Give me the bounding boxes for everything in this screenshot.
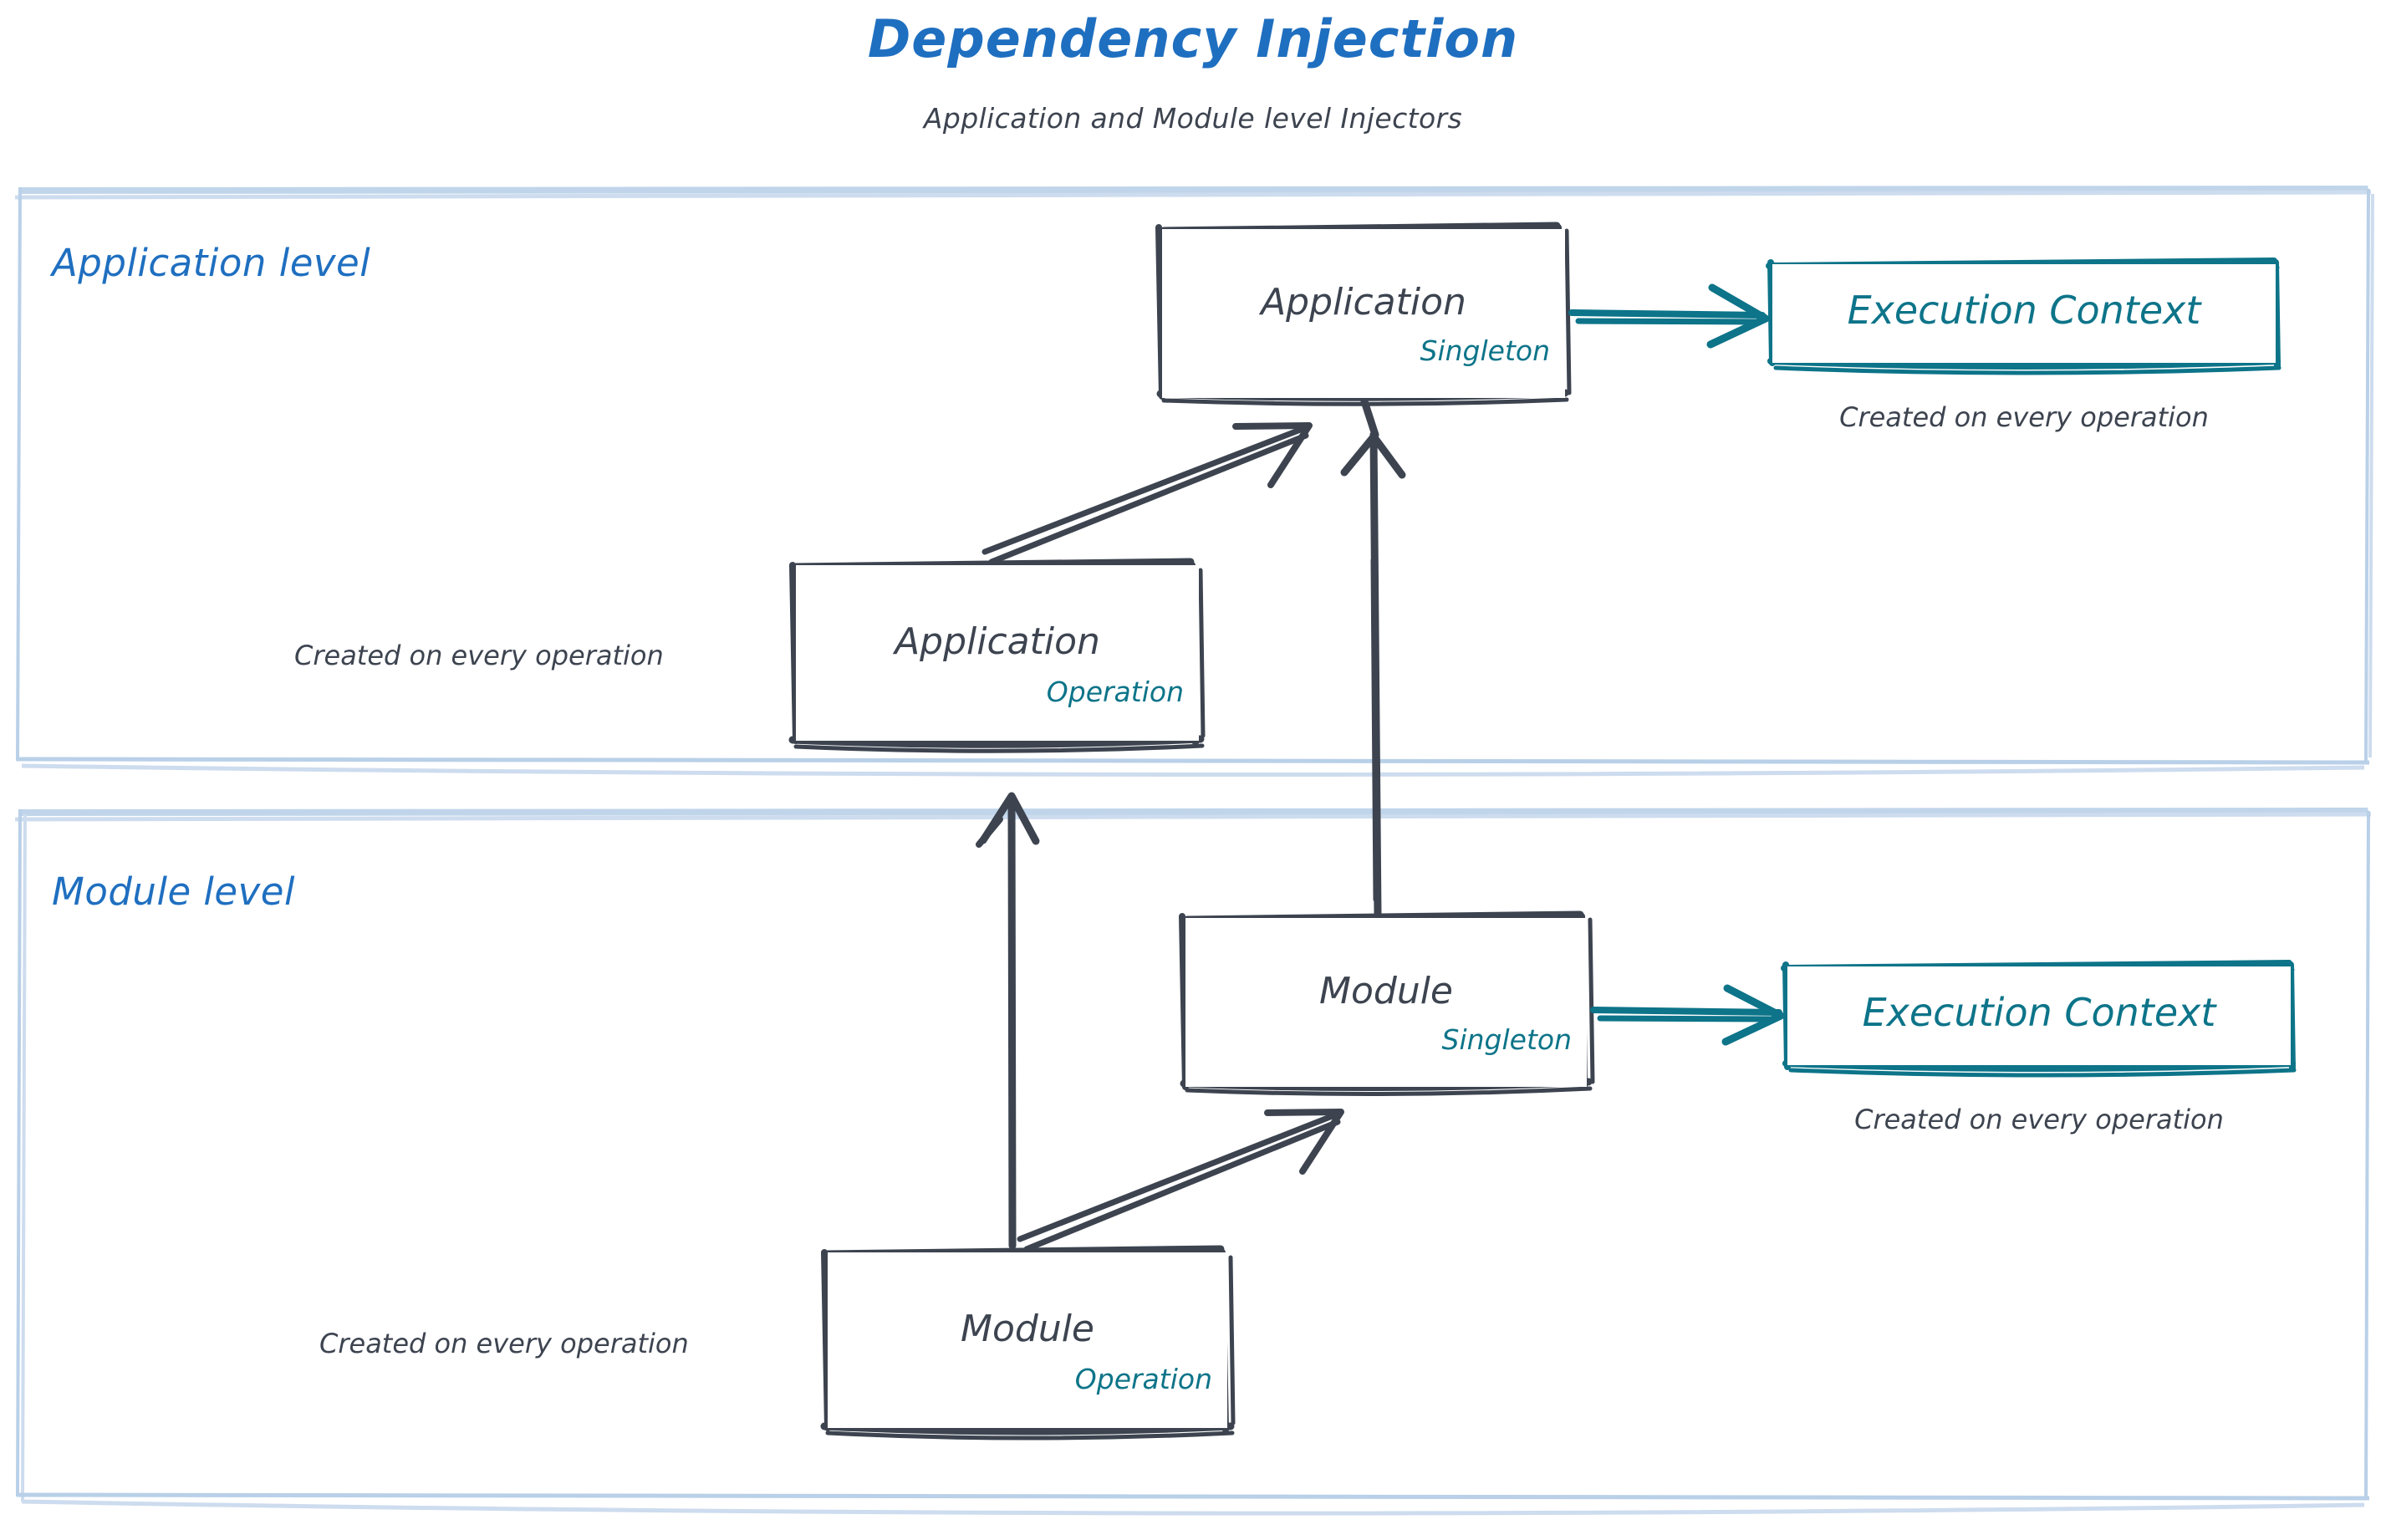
caption-application-execution-context: Created on every operation bbox=[1839, 401, 2209, 433]
node-application-operation[interactable]: Application Operation bbox=[796, 565, 1199, 741]
node-module-operation[interactable]: Module Operation bbox=[828, 1252, 1227, 1428]
lane-module-level bbox=[14, 808, 2372, 1516]
arrow-module-to-execution-context bbox=[1590, 984, 1785, 1046]
caption-module-operation: Created on every operation bbox=[319, 1328, 689, 1359]
node-title: Application bbox=[895, 620, 1100, 663]
node-title: Execution Context bbox=[1862, 990, 2216, 1035]
arrow-module-operation-to-application-operation bbox=[976, 792, 1040, 1250]
node-scope-badge: Singleton bbox=[1441, 1023, 1573, 1056]
lane-label-module-level: Module level bbox=[52, 869, 295, 914]
node-scope-badge: Singleton bbox=[1420, 334, 1551, 367]
page-title: Dependency Injection bbox=[867, 8, 1519, 69]
node-application-singleton[interactable]: Application Singleton bbox=[1162, 229, 1565, 398]
arrow-application-to-execution-context bbox=[1568, 283, 1770, 349]
node-title: Module bbox=[1319, 970, 1453, 1012]
node-title: Execution Context bbox=[1847, 288, 2201, 333]
arrow-module-operation-to-module-singleton bbox=[1017, 1109, 1344, 1252]
lane-label-application-level: Application level bbox=[52, 241, 371, 285]
node-module-singleton[interactable]: Module Singleton bbox=[1185, 918, 1587, 1087]
node-application-execution-context[interactable]: Execution Context bbox=[1772, 264, 2276, 363]
arrow-application-operation-to-application-singleton bbox=[981, 422, 1313, 565]
caption-module-execution-context: Created on every operation bbox=[1854, 1104, 2224, 1135]
page-subtitle: Application and Module level Injectors bbox=[923, 102, 1463, 135]
node-module-execution-context[interactable]: Execution Context bbox=[1787, 966, 2291, 1065]
arrow-module-singleton-to-application-singleton bbox=[1340, 397, 1406, 919]
node-scope-badge: Operation bbox=[1046, 676, 1184, 708]
node-title: Module bbox=[961, 1308, 1094, 1350]
node-scope-badge: Operation bbox=[1074, 1363, 1212, 1395]
caption-application-operation: Created on every operation bbox=[294, 640, 664, 671]
node-title: Application bbox=[1261, 281, 1466, 324]
lane-application-level bbox=[14, 186, 2374, 778]
